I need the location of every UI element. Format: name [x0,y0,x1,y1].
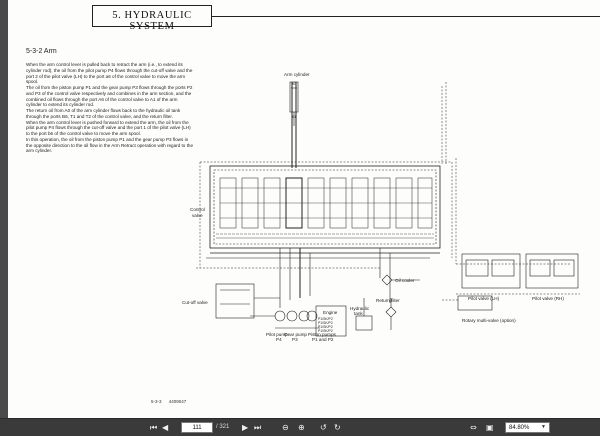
fit-page-icon[interactable]: ▣ [486,423,494,432]
next-page-icon[interactable]: ▶ [242,423,249,432]
label-control-valve-2: valve [192,213,203,218]
first-page-icon[interactable]: ⏮ [150,423,158,432]
pilot-valve-rh-block [525,253,579,289]
rotary-multi-valve-block [457,295,493,311]
return-filter-symbol [385,306,397,318]
section-title: 5-3-2 Arm [26,48,57,55]
zoom-out-icon[interactable]: ⊖ [282,423,289,432]
paragraph-1: When the arm control lever is pulled bac… [26,62,193,85]
zoom-in-icon[interactable]: ⊕ [298,423,305,432]
label-oil-cooler: Oil cooler [395,278,415,283]
last-page-icon[interactable]: ⏭ [254,423,262,432]
oil-cooler-symbol [381,274,393,286]
footer-doc-code: 4409047 [168,399,187,404]
label-rotary-multi-valve: Rotary multi-valve (option) [462,318,516,323]
viewer-toolbar: ⏮ ◀ 111 / 321 ▶ ⏭ ⊖ ⊕ ↺ ↻ ⇔ ▣ 84.80% ▼ [0,418,600,436]
label-gear-pump-2: P3 [292,337,298,342]
paragraph-2: The oil from the piston pump P1 and the … [26,85,193,108]
pilot-valve-lh-block [461,253,521,289]
label-piston-pumps-2: P1 and P2 [312,337,334,342]
document-viewer: 5. HYDRAULIC SYSTEM 5-3-2 Arm When the a… [0,0,600,418]
rotate-cw-icon[interactable]: ↻ [334,423,341,432]
footer-page-number: 5-3-3 [151,399,162,404]
page-number-input[interactable]: 111 [181,422,213,433]
cut-off-valve-block [215,283,255,319]
control-valve-block [209,165,441,249]
header-rule [212,16,600,17]
label-engine-spec-2: P1/SK/P2 [318,321,333,325]
label-pilot-pump-1: Pilot pump [266,332,288,337]
page-total: / 321 [216,424,230,430]
label-arm-cylinder: Arm cylinder [284,72,310,77]
zoom-level-select[interactable]: 84.80% [505,422,550,433]
engine-box [315,305,347,337]
paragraph-3: The return oil from A0 of the arm cylind… [26,108,181,119]
label-control-valve-1: Control [190,207,205,212]
label-engine-spec-1: P1/SK/P2 [318,317,333,321]
label-return-filter: Return filter [376,298,400,303]
label-cut-off-valve: Cut-off valve [182,300,208,305]
label-pilot-valve-lh: Pilot valve (LH) [468,296,500,301]
label-a0: A0 [292,82,296,86]
label-pilot-pump-2: P4 [276,337,282,342]
rotate-ccw-icon[interactable]: ↺ [320,423,327,432]
page-footer: 5-3-3 4409047 [151,399,192,404]
chapter-title: 5. HYDRAULIC SYSTEM [112,10,192,32]
label-engine-spec-4: P1/SK/P2 [318,329,333,333]
document-page: 5. HYDRAULIC SYSTEM 5-3-2 Arm When the a… [0,0,600,418]
pilot-pump-symbol [274,310,286,322]
chevron-down-icon[interactable]: ▼ [541,424,546,430]
label-gear-pump-1: Gear pump [284,332,307,337]
hydraulic-tank-symbol [355,315,373,331]
label-hydraulic-tank-2: tank [354,311,363,316]
label-engine-spec-3: P1/SK/P2 [318,325,333,329]
fit-width-icon[interactable]: ⇔ [470,423,477,432]
paragraph-4: When the arm control lever is pushed for… [26,119,191,137]
paragraph-5: In this operation, the oil from the pist… [26,136,193,154]
label-engine: Engine [323,310,338,315]
label-a1: A1 [292,115,296,119]
gear-pump-symbol [286,310,298,322]
chapter-title-box: 5. HYDRAULIC SYSTEM [92,5,212,32]
prev-page-icon[interactable]: ◀ [162,423,169,432]
label-pilot-valve-rh: Pilot valve (RH) [532,296,564,301]
label-hydraulic-tank-1: Hydraulic [350,306,370,311]
label-piston-pumps-1: Piston pumps [308,332,337,337]
body-text: When the arm control lever is pulled bac… [26,62,194,154]
hydraulic-circuit-diagram: Arm cylinder A0 A1 Control valve Cut-off… [182,72,580,342]
arm-cylinder-symbol [289,81,299,113]
page-edge-strip [0,0,8,418]
